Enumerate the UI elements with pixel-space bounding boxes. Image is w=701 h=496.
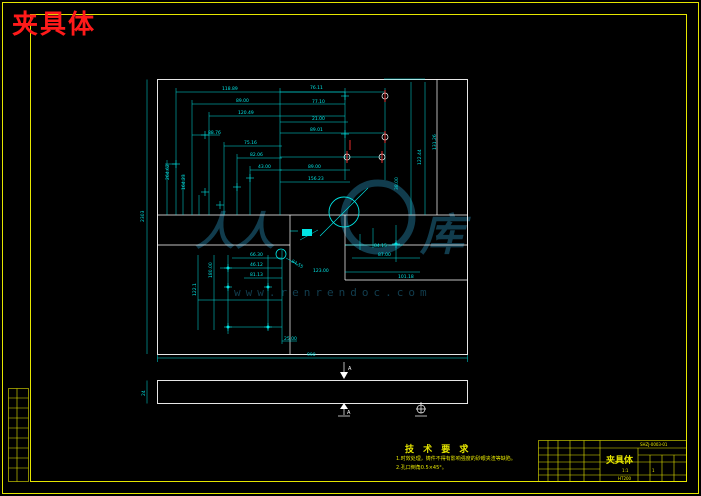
dim-label: 101.18 bbox=[398, 274, 414, 280]
dim-label: 25.00 bbox=[284, 336, 297, 342]
dim-label: 164.23 bbox=[181, 174, 187, 190]
dim-label: 120.49 bbox=[238, 110, 254, 116]
dim-label: 156.23 bbox=[308, 176, 324, 182]
dimension-labels: 76.11 118.89 89.00 77.10 120.49 21.00 89… bbox=[140, 85, 438, 358]
drawing-title: 夹具体 bbox=[12, 10, 97, 40]
title-block-sheet: 1 bbox=[652, 468, 655, 473]
section-symbols-bottom: A bbox=[338, 402, 427, 417]
technical-requirements-heading: 技 术 要 求 bbox=[405, 445, 472, 455]
dim-label: 87.00 bbox=[378, 252, 391, 258]
dim-label: 89.00 bbox=[236, 98, 249, 104]
svg-text:人人: 人人 bbox=[195, 209, 275, 255]
section-mark-top: A bbox=[340, 362, 352, 379]
dim-label: 131.26 bbox=[432, 134, 438, 150]
dim-label: 24 bbox=[141, 390, 147, 396]
small-bore bbox=[275, 248, 287, 260]
dim-label: 180.00 bbox=[208, 262, 214, 278]
dim-label: 264.62 bbox=[165, 164, 171, 180]
dim-label: 84.55 bbox=[290, 259, 304, 271]
svg-text:www.renrendoc.com: www.renrendoc.com bbox=[234, 286, 432, 299]
dim-label: 2303 bbox=[140, 210, 146, 222]
title-block bbox=[538, 440, 687, 482]
dim-label: 122.1 bbox=[192, 283, 198, 296]
svg-text:库: 库 bbox=[419, 210, 471, 261]
dim-label: 82.06 bbox=[250, 152, 263, 158]
dim-label: 66.30 bbox=[250, 252, 263, 258]
plan-view bbox=[157, 79, 468, 355]
dim-label: 38.00 bbox=[394, 177, 400, 190]
section-letter: A bbox=[348, 366, 352, 372]
watermark: 人人 库 www.renrendoc.com bbox=[195, 179, 471, 299]
dim-label: 84.15 bbox=[374, 243, 387, 249]
dim-label: 123.00 bbox=[313, 268, 329, 274]
dim-label: 990 bbox=[307, 352, 316, 358]
locating-bore bbox=[328, 196, 360, 228]
dim-label: 76.11 bbox=[310, 85, 323, 91]
dim-label: 89.01 bbox=[310, 127, 323, 133]
hole-markers bbox=[172, 90, 400, 331]
dim-label: 81.13 bbox=[250, 272, 263, 278]
left-margin-table bbox=[8, 388, 29, 482]
dim-label: 75.16 bbox=[244, 140, 257, 146]
title-block-drawing-no: SHZJ-0003-01 bbox=[640, 442, 668, 447]
plan-outline bbox=[157, 79, 468, 355]
front-view: 24 bbox=[141, 380, 468, 404]
dim-label: 46.12 bbox=[250, 262, 263, 268]
dim-label: 43.00 bbox=[258, 164, 271, 170]
dim-label: 21.00 bbox=[312, 116, 325, 122]
dim-label: 118.89 bbox=[222, 86, 238, 92]
title-block-material: HT200 bbox=[618, 476, 632, 481]
title-block-scale: 1:1 bbox=[622, 468, 629, 473]
section-letter: A bbox=[347, 410, 351, 416]
sheet-inner-border bbox=[30, 14, 687, 482]
dim-label: 77.10 bbox=[312, 99, 325, 105]
technical-requirement-item: 2.孔口倒角0.5×45°。 bbox=[396, 465, 447, 471]
title-block-part-name: 夹具体 bbox=[606, 456, 634, 466]
dim-label: 88.76 bbox=[208, 130, 221, 136]
dimension-lines bbox=[146, 78, 468, 362]
technical-requirement-item: 1.时效处理，铸件不得有影响强度的砂眼夹渣等缺陷。 bbox=[396, 456, 516, 462]
dim-label: 122.44 bbox=[417, 149, 423, 165]
front-view-outline bbox=[157, 380, 468, 404]
dim-label: 89.00 bbox=[308, 164, 321, 170]
